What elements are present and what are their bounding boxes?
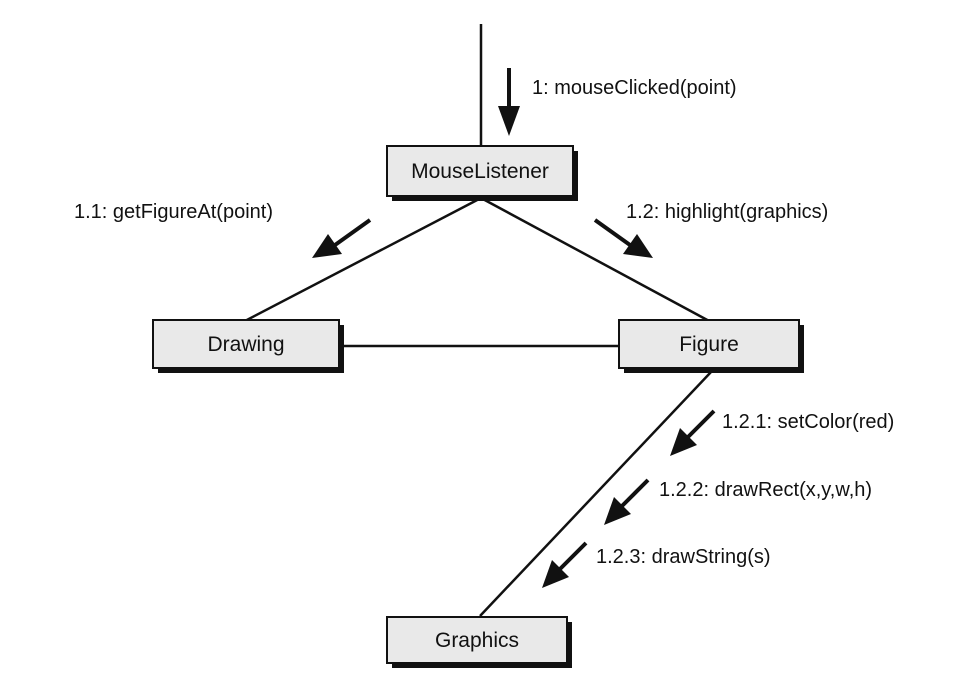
figure-object[interactable]: Figure [618,319,804,373]
link-mouselistener-drawing [242,196,482,324]
graphics-object[interactable]: Graphics [386,616,572,668]
figure-label: Figure [679,333,739,356]
message-label-1: 1: mouseClicked(point) [532,77,737,99]
graphics-label: Graphics [435,629,519,652]
message-arrow-1-2-2 [604,478,650,525]
drawing-object[interactable]: Drawing [152,319,344,373]
message-arrow-1-2-3 [542,541,588,588]
message-arrow-1-1 [312,218,372,258]
link-mouselistener-figure [480,196,712,324]
drawing-label: Drawing [207,333,284,356]
mouselistener-label: MouseListener [411,160,549,183]
message-label-1-2: 1.2: highlight(graphics) [626,201,828,223]
mouselistener-object[interactable]: MouseListener [386,145,578,201]
message-label-1-2-3: 1.2.3: drawString(s) [596,546,771,568]
message-arrow-1 [498,68,520,136]
link-figure-graphics [479,371,712,617]
message-arrow-1-2 [593,218,653,258]
message-label-1-1: 1.1: getFigureAt(point) [74,201,273,223]
message-label-1-2-2: 1.2.2: drawRect(x,y,w,h) [659,479,872,501]
message-arrow-1-2-1 [670,409,716,456]
message-label-1-2-1: 1.2.1: setColor(red) [722,411,894,433]
